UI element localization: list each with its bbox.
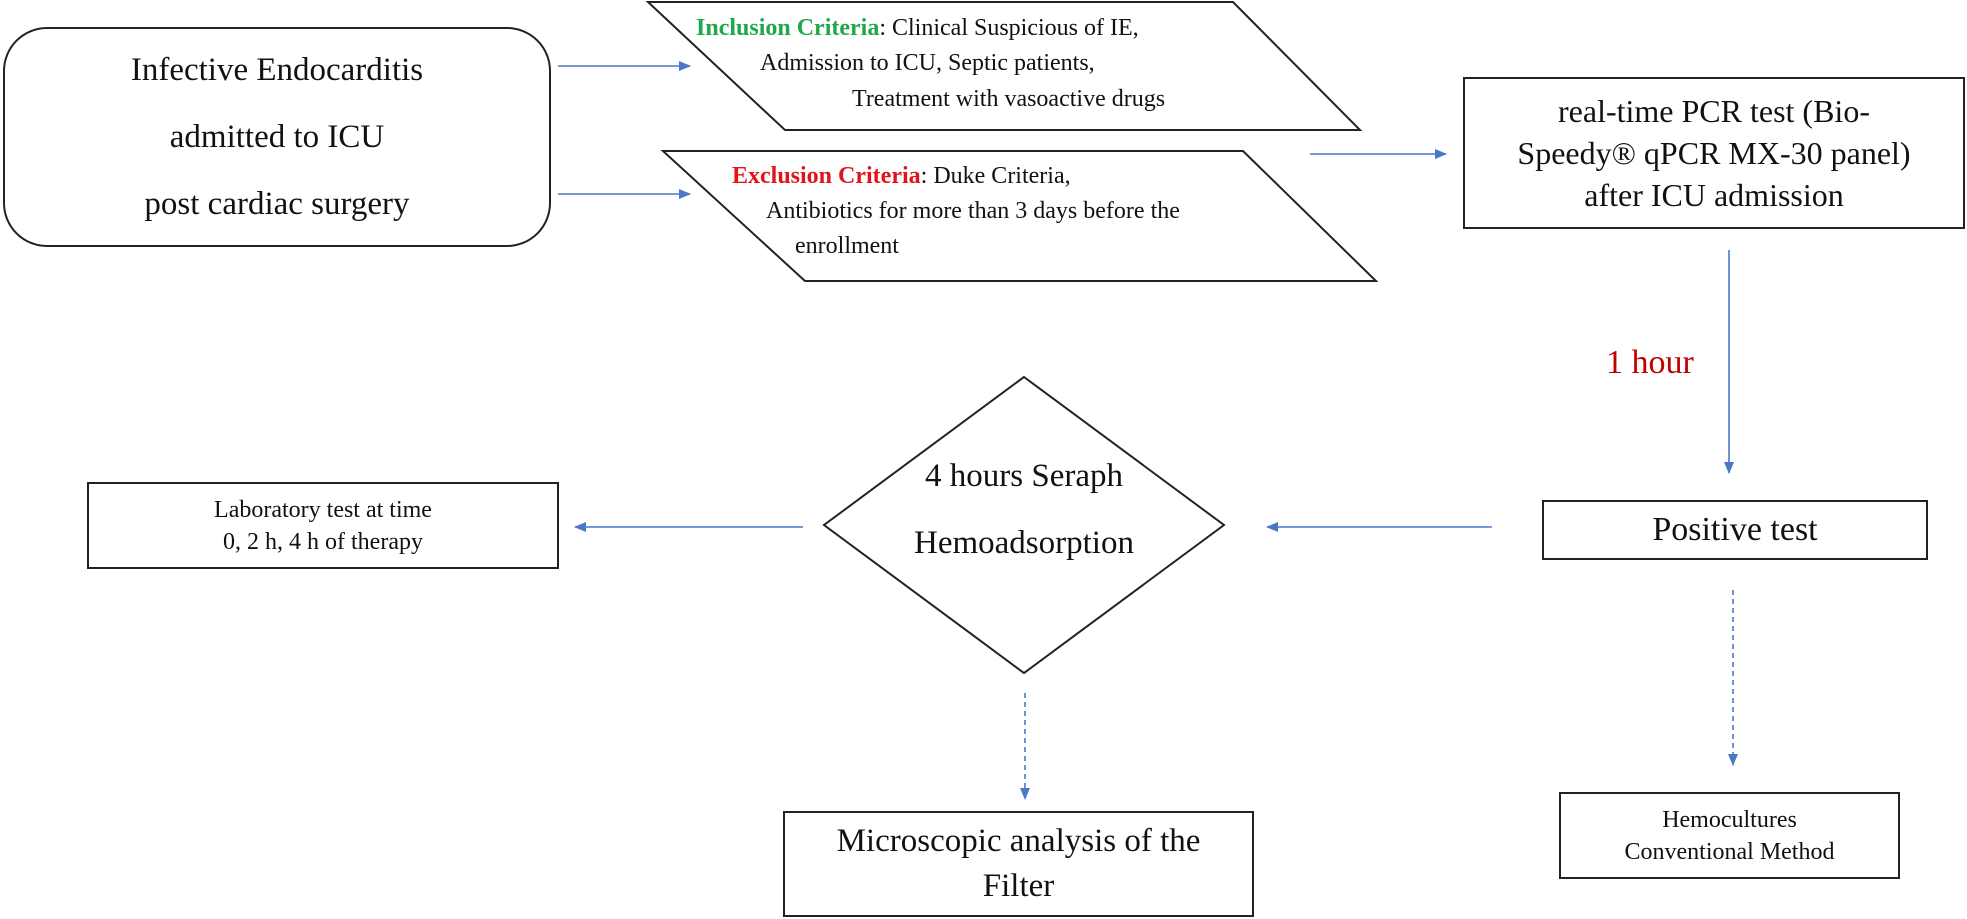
- exclusion-criteria-line-1: Exclusion Criteria: Duke Criteria,: [732, 163, 1071, 190]
- seraph-line-1: 4 hours Seraph: [925, 458, 1123, 494]
- exclusion-criteria-line-3: enrollment: [795, 233, 899, 259]
- inclusion-criteria-line-3: Treatment with vasoactive drugs: [852, 86, 1166, 112]
- inclusion-criteria-line-1: Inclusion Criteria: Clinical Suspicious …: [696, 15, 1139, 42]
- pcr-line-3: after ICU admission: [1584, 177, 1844, 213]
- microscopic-line-2: Filter: [982, 868, 1055, 904]
- hemocultures-box: Hemocultures Conventional Method: [1559, 792, 1900, 879]
- pcr-line-1: real-time PCR test (Bio-: [1558, 93, 1870, 129]
- seraph-line-2: Hemoadsorption: [914, 525, 1134, 561]
- lab-line-2: 0, 2 h, 4 h of therapy: [223, 528, 423, 555]
- inclusion-criteria-shape: [645, 0, 1363, 131]
- inclusion-criteria-text-1: : Clinical Suspicious of IE,: [879, 15, 1139, 41]
- pcr-test-box: real-time PCR test (Bio- Speedy® qPCR MX…: [1463, 77, 1965, 229]
- hemocultures-line-1: Hemocultures: [1662, 806, 1797, 833]
- ie-line-3: post cardiac surgery: [144, 185, 410, 222]
- positive-test-label: Positive test: [1652, 511, 1818, 548]
- time-label: 1 hour: [1606, 344, 1694, 381]
- positive-test-box: Positive test: [1542, 500, 1928, 560]
- lab-line-1: Laboratory test at time: [214, 496, 432, 523]
- exclusion-criteria-shape: [660, 150, 1379, 282]
- exclusion-criteria-text-1: : Duke Criteria,: [920, 163, 1071, 189]
- seraph-diamond-shape: [822, 375, 1226, 675]
- microscopic-line-1: Microscopic analysis of the: [836, 823, 1201, 859]
- exclusion-criteria-line-2: Antibiotics for more than 3 days before …: [766, 198, 1180, 224]
- inclusion-criteria-label: Inclusion Criteria: [696, 15, 880, 41]
- microscopic-analysis-box: Microscopic analysis of the Filter: [783, 811, 1254, 917]
- inclusion-criteria-line-2: Admission to ICU, Septic patients,: [760, 50, 1095, 76]
- pcr-line-2: Speedy® qPCR MX-30 panel): [1517, 135, 1911, 171]
- hemocultures-line-2: Conventional Method: [1624, 838, 1835, 865]
- exclusion-criteria-label: Exclusion Criteria: [732, 163, 921, 189]
- ie-line-2: admitted to ICU: [169, 118, 385, 155]
- ie-line-1: Infective Endocarditis: [130, 51, 424, 88]
- infective-endocarditis-box: Infective Endocarditis admitted to ICU p…: [3, 27, 551, 247]
- laboratory-test-box: Laboratory test at time 0, 2 h, 4 h of t…: [87, 482, 559, 569]
